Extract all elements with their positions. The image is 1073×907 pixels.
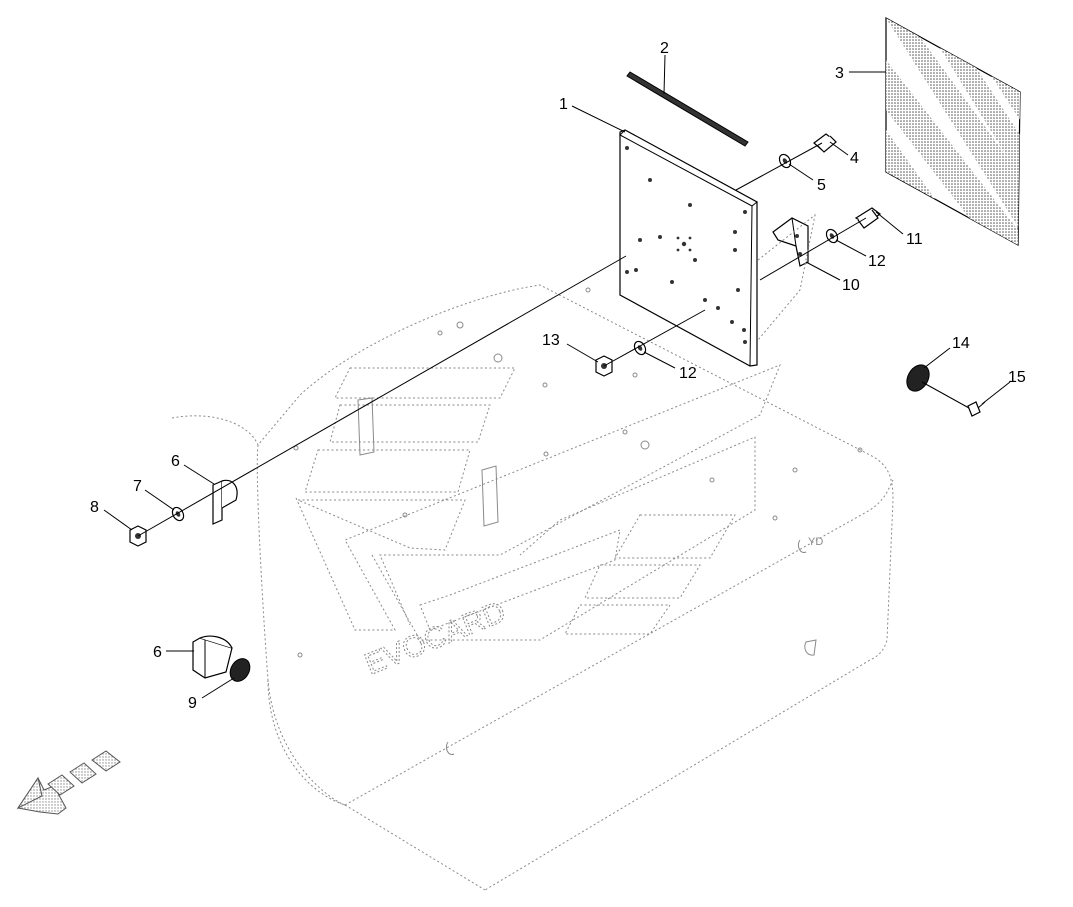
callout-14: 14 — [952, 335, 970, 352]
callout-6b: 6 — [153, 644, 162, 661]
mounting-plate-part — [619, 129, 758, 367]
callout-5: 5 — [817, 177, 826, 194]
machine-body-ghost: EVOCARD YD — [171, 284, 894, 891]
rubber-strip-part — [626, 71, 749, 147]
callout-12b: 12 — [679, 365, 697, 382]
warning-plate-part — [885, 16, 1021, 247]
washer-part-12-upper — [825, 228, 839, 244]
washer-part-7 — [171, 506, 185, 522]
svg-text:YD: YD — [808, 536, 823, 548]
bolt-part-4 — [813, 133, 837, 153]
callout-7: 7 — [133, 478, 142, 495]
reflector-bracket-part-6-lower — [192, 635, 233, 679]
washer-part-5 — [778, 153, 792, 169]
bolt-part-11 — [854, 207, 882, 229]
reflector-part-14 — [906, 364, 930, 392]
callout-12a: 12 — [868, 253, 886, 270]
callout-10: 10 — [842, 277, 860, 294]
callout-9: 9 — [188, 695, 197, 712]
callout-2: 2 — [660, 40, 669, 57]
washer-part-12-lower — [633, 340, 647, 356]
callout-13: 13 — [542, 332, 560, 349]
direction-arrow-icon — [16, 750, 121, 815]
callout-labels: 1 2 3 4 5 6 6 7 8 9 10 11 12 12 13 14 15 — [90, 40, 1026, 712]
reflector-part-9 — [229, 658, 251, 682]
callout-8: 8 — [90, 499, 99, 516]
callout-15: 15 — [1008, 369, 1026, 386]
callout-1: 1 — [559, 96, 568, 113]
bracket-part — [757, 213, 816, 341]
callout-4: 4 — [850, 150, 859, 167]
svg-text:EVOCARD: EVOCARD — [360, 595, 510, 681]
callout-6a: 6 — [171, 453, 180, 470]
callout-3: 3 — [835, 65, 844, 82]
reflector-bracket-part-6-upper — [212, 479, 238, 525]
callout-leaders — [103, 54, 1011, 699]
assembly-lines — [137, 142, 970, 537]
screw-part-15 — [967, 401, 986, 417]
callout-11: 11 — [906, 231, 923, 248]
